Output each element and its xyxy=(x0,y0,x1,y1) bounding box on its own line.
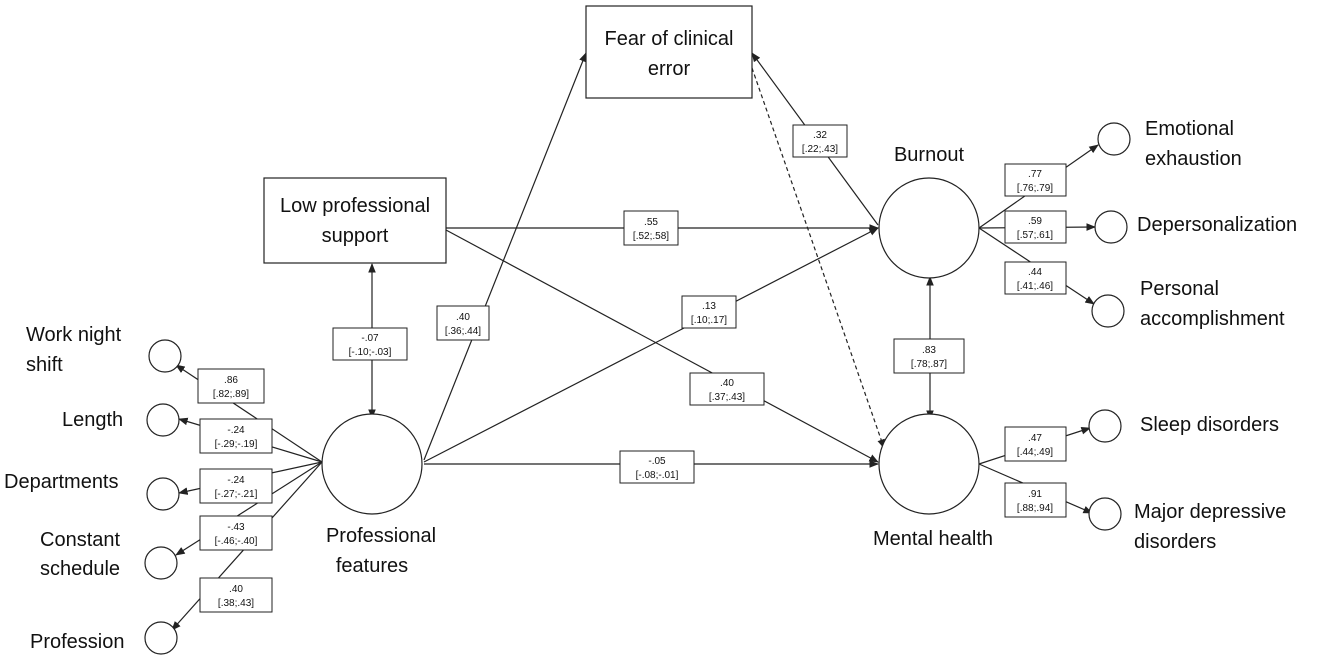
personal-accomplishment-label-line2: accomplishment xyxy=(1140,308,1285,330)
professional-features-node xyxy=(321,413,423,515)
emotional-exhaustion-label-line1: Emotional xyxy=(1145,118,1234,140)
coef-pf-low-est: -.07 xyxy=(361,333,379,344)
work-night-shift-node xyxy=(148,339,182,373)
coef-departments: -.24 [-.27;-.21] xyxy=(199,468,273,504)
departments-label: Departments xyxy=(4,471,119,493)
coef-low-mental: .40 [.37;.43] xyxy=(689,372,765,406)
coef-profession-ci: [.38;.43] xyxy=(218,598,254,609)
coef-pf-burnout: .13 [.10;.17] xyxy=(681,295,737,329)
coef-sleep: .47 [.44;.49] xyxy=(1004,426,1067,462)
low-support-label-line2: support xyxy=(322,225,389,247)
profession-label: Profession xyxy=(30,631,125,653)
major-depressive-label-line1: Major depressive xyxy=(1134,501,1286,523)
coef-emotional: .77 [.76;.79] xyxy=(1004,163,1067,197)
sleep-disorders-node xyxy=(1088,409,1122,443)
work-night-shift-label-line2: shift xyxy=(26,354,63,376)
constant-schedule-label-line2: schedule xyxy=(40,558,120,580)
depersonalization-node xyxy=(1094,210,1128,244)
major-depressive-node xyxy=(1088,497,1122,531)
coef-personal: .44 [.41;.46] xyxy=(1004,261,1067,295)
coef-emotional-ci: [.76;.79] xyxy=(1017,183,1053,194)
mental-health-label: Mental health xyxy=(873,528,993,550)
coef-depers: .59 [.57;.61] xyxy=(1004,210,1067,244)
emotional-exhaustion-label-line2: exhaustion xyxy=(1145,148,1242,170)
coef-constant: -.43 [-.46;-.40] xyxy=(199,515,273,551)
coef-burnout-mental-ci: [.78;.87] xyxy=(911,359,947,370)
burnout-label: Burnout xyxy=(894,144,964,166)
coef-pf-fear-est: .40 xyxy=(456,312,470,323)
path-pf-to-fear xyxy=(423,52,587,461)
constant-schedule-node xyxy=(144,546,178,580)
coef-night: .86 [.82;.89] xyxy=(197,368,265,404)
personal-accomplishment-label-line1: Personal xyxy=(1140,278,1219,300)
coef-burnout-fear: .32 [.22;.43] xyxy=(792,124,848,158)
coef-sleep-est: .47 xyxy=(1028,433,1042,444)
coef-night-est: .86 xyxy=(224,375,238,386)
coef-low-burnout: .55 [.52;.58] xyxy=(623,210,679,246)
low-support-label-line1: Low professional xyxy=(280,195,430,217)
coef-pf-fear-ci: [.36;.44] xyxy=(445,326,481,337)
departments-node xyxy=(146,477,180,511)
coef-personal-ci: [.41;.46] xyxy=(1017,281,1053,292)
coef-night-ci: [.82;.89] xyxy=(213,389,249,400)
major-depressive-label-line2: disorders xyxy=(1134,531,1216,553)
coef-departments-est: -.24 xyxy=(227,475,245,486)
coef-pf-burnout-ci: [.10;.17] xyxy=(691,315,727,326)
coef-length-est: -.24 xyxy=(227,425,245,436)
fear-label-line1: Fear of clinical xyxy=(605,28,734,50)
burnout-node xyxy=(878,177,980,279)
work-night-shift-label-line1: Work night xyxy=(26,324,122,346)
coef-departments-ci: [-.27;-.21] xyxy=(215,489,258,500)
coef-constant-ci: [-.46;-.40] xyxy=(215,536,258,547)
coef-emotional-est: .77 xyxy=(1028,169,1042,180)
coef-burnout-mental-est: .83 xyxy=(922,345,936,356)
coef-pf-low-ci: [-.10;-.03] xyxy=(349,347,392,358)
depersonalization-label: Depersonalization xyxy=(1137,214,1297,236)
fear-of-clinical-error-box xyxy=(585,5,753,99)
coef-pf-burnout-est: .13 xyxy=(702,301,716,312)
coef-burnout-mental: .83 [.78;.87] xyxy=(893,338,965,374)
mental-health-node xyxy=(878,413,980,515)
coef-major: .91 [.88;.94] xyxy=(1004,482,1067,518)
coef-low-mental-ci: [.37;.43] xyxy=(709,392,745,403)
coef-burnout-fear-ci: [.22;.43] xyxy=(802,144,838,155)
sleep-disorders-label: Sleep disorders xyxy=(1140,414,1279,436)
path-pf-to-burnout xyxy=(423,227,879,463)
constant-schedule-label-line1: Constant xyxy=(40,529,120,551)
fear-label-line2: error xyxy=(648,58,691,80)
profession-node xyxy=(144,621,178,655)
coef-sleep-ci: [.44;.49] xyxy=(1017,447,1053,458)
emotional-exhaustion-node xyxy=(1097,122,1131,156)
coef-pf-mental: -.05 [-.08;-.01] xyxy=(619,450,695,484)
coef-personal-est: .44 xyxy=(1028,267,1042,278)
coef-burnout-fear-est: .32 xyxy=(813,130,827,141)
coef-low-burnout-est: .55 xyxy=(644,217,658,228)
coef-pf-mental-ci: [-.08;-.01] xyxy=(636,470,679,481)
coef-low-burnout-ci: [.52;.58] xyxy=(633,231,669,242)
length-label: Length xyxy=(62,409,123,431)
length-node xyxy=(146,403,180,437)
coef-low-mental-est: .40 xyxy=(720,378,734,389)
coef-depers-ci: [.57;.61] xyxy=(1017,230,1053,241)
low-professional-support-box xyxy=(263,177,447,264)
path-low-to-mental xyxy=(445,229,879,463)
coef-pf-low: -.07 [-.10;-.03] xyxy=(332,327,408,361)
coef-length-ci: [-.29;-.19] xyxy=(215,439,258,450)
coef-depers-est: .59 xyxy=(1028,216,1042,227)
coef-profession-est: .40 xyxy=(229,584,243,595)
coef-pf-fear: .40 [.36;.44] xyxy=(436,305,490,341)
personal-accomplishment-node xyxy=(1091,294,1125,328)
coef-major-est: .91 xyxy=(1028,489,1042,500)
coef-length: -.24 [-.29;-.19] xyxy=(199,418,273,454)
coef-profession: .40 [.38;.43] xyxy=(199,577,273,613)
pf-label-line2: features xyxy=(336,555,408,577)
pf-label-line1: Professional xyxy=(326,525,436,547)
coef-pf-mental-est: -.05 xyxy=(648,456,666,467)
coef-constant-est: -.43 xyxy=(227,522,245,533)
coef-major-ci: [.88;.94] xyxy=(1017,503,1053,514)
